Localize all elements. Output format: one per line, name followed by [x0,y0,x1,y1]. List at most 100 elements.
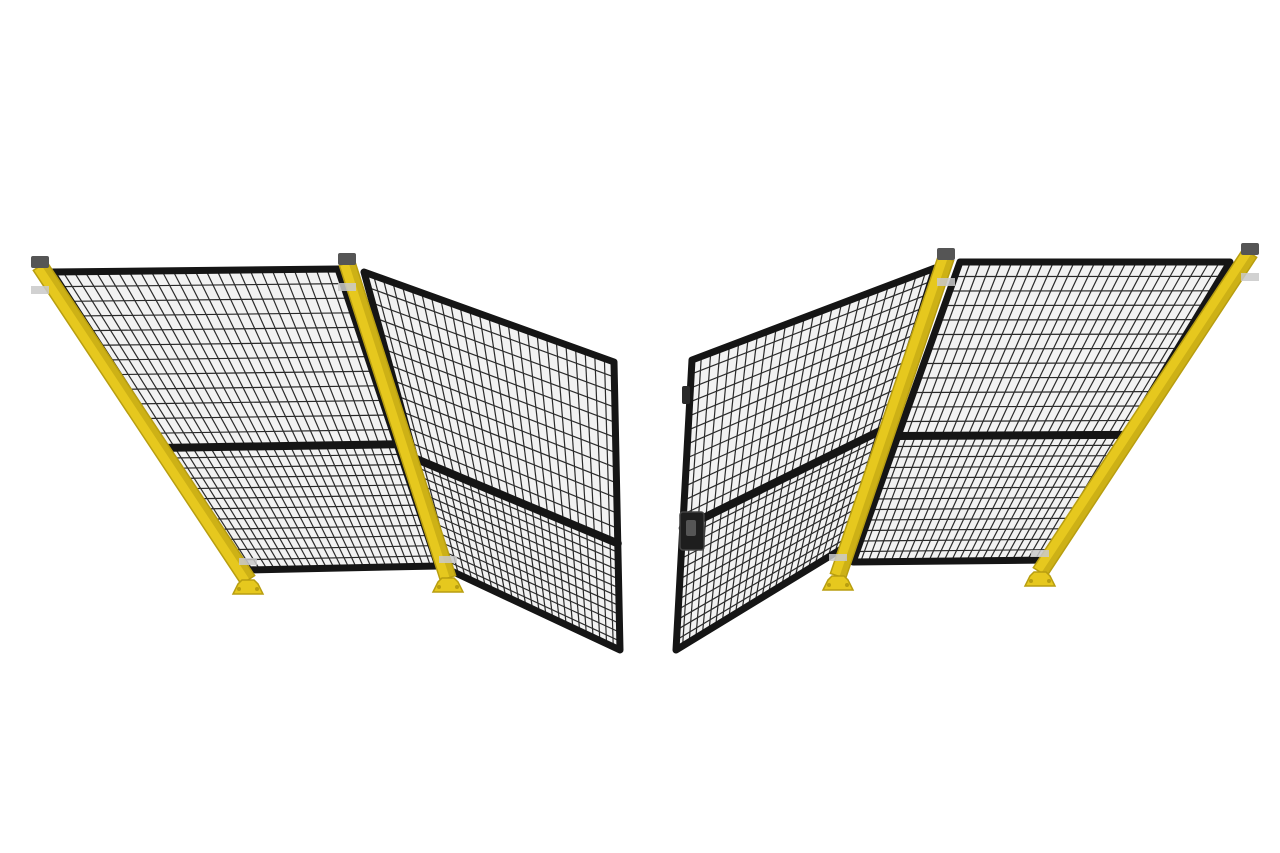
post-cap [31,256,49,268]
mesh-vertical-wire [205,270,350,569]
mesh-vertical-wire [430,296,493,591]
mesh-horizontal-wire [690,294,927,389]
mesh-horizontal-wire [913,391,1152,394]
mesh-vertical-wire [183,270,335,569]
mesh-vertical-wire [271,269,395,568]
mesh-horizontal-wire [875,496,1088,500]
mesh-horizontal-wire [205,504,418,510]
mesh-horizontal-wire [402,411,618,499]
post-bracket [338,283,356,291]
mesh-wires [676,271,932,647]
post-shade [1041,253,1257,577]
mesh-horizontal-wire [429,512,620,598]
mesh-vertical-wire [834,274,917,554]
mesh-horizontal-wire [864,528,1069,532]
left-fixed-panel [48,265,442,574]
mesh-vertical-wire [801,292,871,574]
mesh-vertical-wire [950,261,1096,562]
mesh-horizontal-wire [61,283,343,288]
right-hinge-post [821,248,955,591]
mesh-vertical-wire [875,261,992,562]
mesh-horizontal-wire [882,475,1101,479]
mesh-vertical-wire [440,299,500,594]
mesh-horizontal-wire [225,534,428,541]
mesh-vertical-wire [421,292,486,588]
mesh-horizontal-wire [676,525,855,631]
mesh-backing [676,268,935,650]
mesh-horizontal-wire [681,447,879,550]
post-bracket [829,554,847,561]
mesh-wires [856,261,1222,563]
mesh-vertical-wire [695,349,721,638]
mesh-vertical-wire [584,351,601,641]
mesh-vertical-wire [827,278,908,558]
mesh-vertical-wire [392,282,466,578]
mesh-vertical-wire [469,309,520,603]
mesh-horizontal-wire [867,517,1076,521]
post-bracket [239,558,257,565]
mesh-horizontal-wire [218,524,425,530]
mesh-horizontal-wire [419,476,619,562]
mesh-horizontal-wire [923,362,1170,365]
right-gate-assembly [672,243,1259,654]
mesh-vertical-wire [507,323,547,616]
mesh-vertical-wire [249,269,380,568]
mesh-vertical-wire [401,285,473,581]
mesh-vertical-wire [1026,261,1200,561]
mesh-horizontal-wire [99,341,363,346]
mesh-vertical-wire [688,352,712,642]
mesh-vertical-wire [526,330,561,622]
mesh-vertical-wire [172,270,328,569]
mesh-horizontal-wire [890,455,1114,458]
mesh-vertical-wire [1019,261,1189,561]
mesh-vertical-wire [382,278,460,575]
mesh-vertical-wire [814,285,889,566]
post-shade [41,261,255,580]
mesh-vertical-wire [761,313,815,598]
mesh-horizontal-wire [903,419,1135,423]
mesh-horizontal-wire [676,534,852,641]
mesh-vertical-wire [748,320,796,606]
mesh-vertical-wire [774,306,833,590]
mesh-horizontal-wire [439,549,620,633]
mesh-horizontal-wire [156,429,393,434]
mesh-horizontal-wire [385,349,616,439]
mesh-vertical-wire [459,306,513,600]
mesh-vertical-wire [260,269,387,568]
mesh-horizontal-wire [680,457,876,560]
mesh-horizontal-wire [886,465,1107,469]
mesh-vertical-wire [95,271,276,570]
right-fixed-panel [849,258,1234,566]
mesh-horizontal-wire [688,320,919,417]
post-foot-bolt [255,587,259,591]
mesh-horizontal-wire [146,414,388,420]
mesh-vertical-wire [807,289,880,570]
mesh-horizontal-wire [427,503,619,589]
mesh-vertical-wire [161,270,320,569]
mesh-vertical-wire [787,299,852,582]
post-foot [821,575,855,591]
post-foot [231,579,265,595]
post-shade [348,260,456,578]
mesh-vertical-wire [682,356,702,647]
mesh-horizontal-wire [137,399,383,405]
post-foot-bolt [455,585,459,589]
mesh-vertical-wire [128,270,298,570]
mesh-horizontal-wire [389,364,617,454]
mesh-horizontal-wire [185,474,408,479]
mesh-horizontal-wire [70,297,348,302]
mesh-vertical-wire [238,269,372,568]
mesh-horizontal-wire [368,286,615,378]
mesh-vertical-wire [882,261,1003,562]
mesh-vertical-wire [84,271,268,570]
mesh-vertical-wire [1034,261,1210,561]
mesh-vertical-wire [734,328,777,614]
mesh-vertical-wire [498,320,540,613]
mesh-vertical-wire [216,270,357,568]
mesh-vertical-wire [150,270,313,569]
mesh-horizontal-wire [231,545,432,551]
mesh-horizontal-wire [894,444,1120,448]
mesh-vertical-wire [326,268,432,567]
mesh-vertical-wire [966,261,1117,562]
post-foot-bolt [1029,579,1033,583]
